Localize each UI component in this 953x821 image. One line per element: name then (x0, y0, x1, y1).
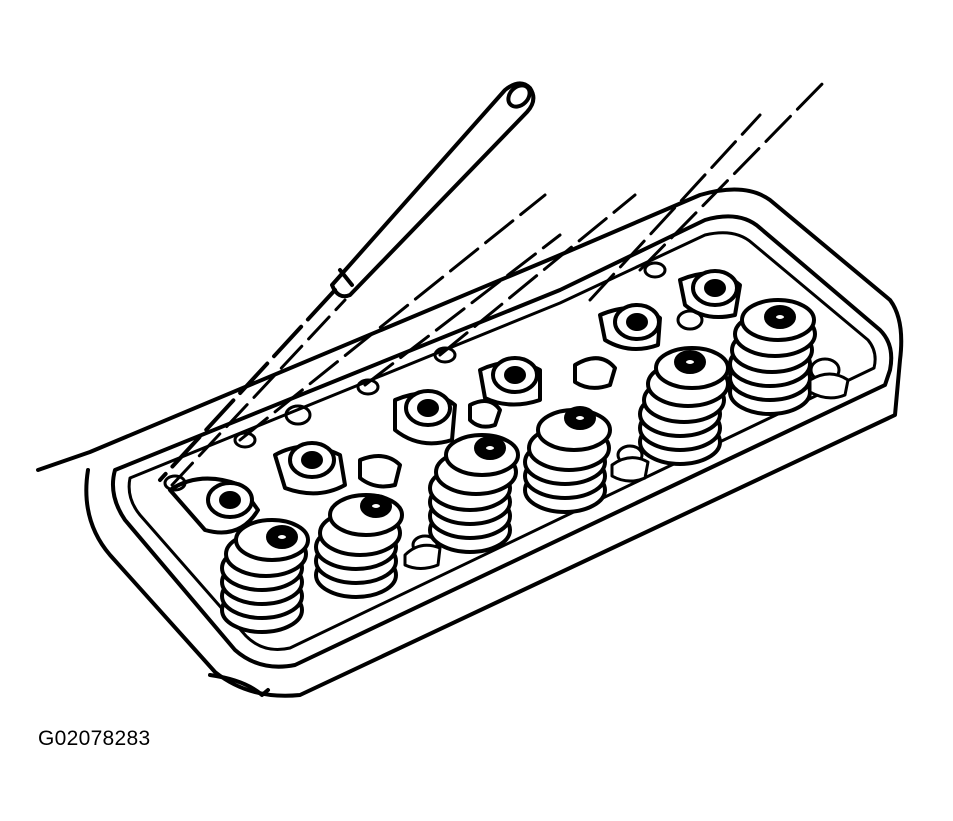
pushrod (160, 81, 534, 480)
valve-springs (222, 300, 815, 632)
valve-spring (316, 495, 402, 597)
valve-spring (730, 300, 815, 414)
head-bottom-edge (210, 675, 268, 695)
rocker-arm (575, 358, 615, 388)
cylinder-head-outline (38, 190, 901, 696)
head-inner-rail (113, 216, 891, 666)
figure-id-label: G02078283 (38, 727, 151, 750)
head-inner-rail-inner (129, 233, 875, 650)
rocker-arms (170, 271, 740, 533)
valve-spring (222, 520, 308, 632)
valve-spring (640, 348, 728, 464)
valve-spring (430, 435, 518, 552)
pushrod-guide-lines (172, 78, 828, 485)
rocker-arm (360, 456, 400, 486)
valve-seats (405, 374, 848, 569)
rocker-arm (470, 401, 500, 427)
valve-spring (525, 408, 610, 512)
